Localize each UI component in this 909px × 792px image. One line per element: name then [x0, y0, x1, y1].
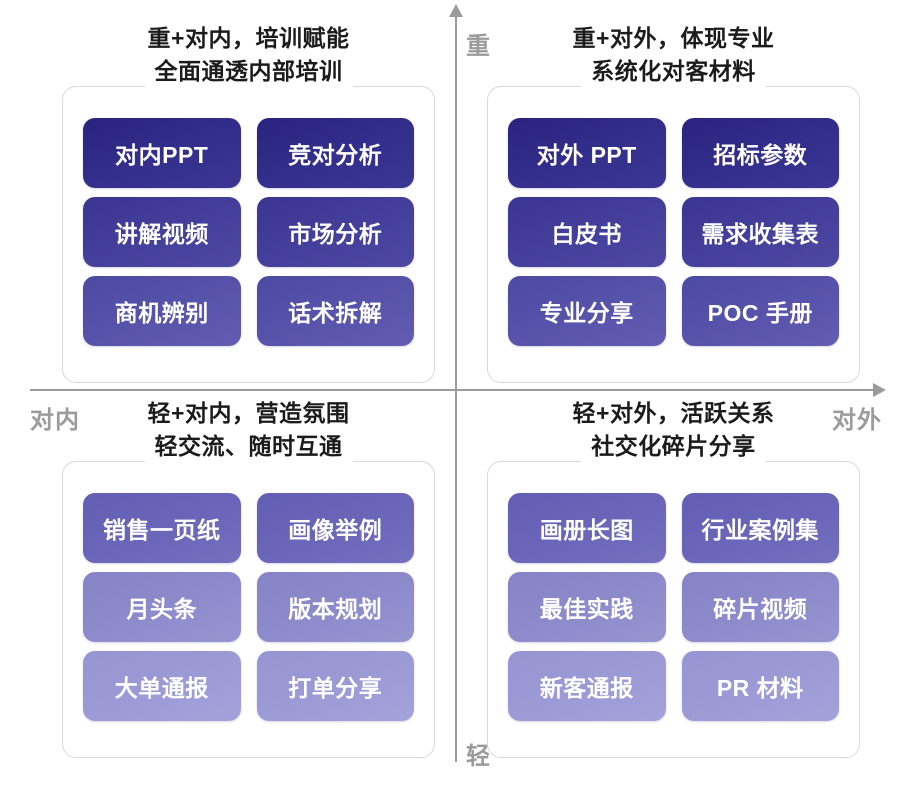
vertical-axis-arrow-icon: [449, 4, 463, 17]
card-item[interactable]: 销售一页纸: [83, 493, 241, 563]
card-item[interactable]: 讲解视频: [83, 197, 241, 267]
card-item[interactable]: 竞对分析: [256, 118, 414, 188]
card-item[interactable]: 画册长图: [508, 493, 666, 563]
quadrant-subtitle: 系统化对客材料: [581, 54, 766, 88]
quadrant-heading: 轻+对内，营造氛围 轻交流、随时互通: [62, 397, 435, 463]
axis-label-external: 对外: [832, 407, 882, 434]
card-item[interactable]: 话术拆解: [256, 276, 414, 346]
card-item[interactable]: 行业案例集: [681, 493, 839, 563]
quadrant-subtitle: 全面通透内部培训: [144, 54, 353, 88]
quadrant-heading: 重+对内，培训赋能 全面通透内部培训: [62, 22, 435, 88]
quadrant-title: 轻+对外，活跃关系: [572, 400, 775, 426]
quadrant-heading: 轻+对外，活跃关系 社交化碎片分享: [487, 397, 860, 463]
axis-label-internal: 对内: [30, 407, 80, 434]
quadrant-light-internal: 轻+对内，营造氛围 轻交流、随时互通 销售一页纸 画像举例 月头条 版本规划 大…: [62, 400, 435, 758]
card-item[interactable]: POC 手册: [681, 276, 839, 346]
card-item[interactable]: 商机辨别: [83, 276, 241, 346]
quadrant-light-external: 轻+对外，活跃关系 社交化碎片分享 画册长图 行业案例集 最佳实践 碎片视频 新…: [487, 400, 860, 758]
quadrant-subtitle: 社交化碎片分享: [581, 429, 766, 463]
card-item[interactable]: 大单通报: [83, 651, 241, 721]
card-item[interactable]: 市场分析: [256, 197, 414, 267]
quadrant-title: 轻+对内，营造氛围: [147, 400, 350, 426]
horizontal-axis-arrow-icon: [873, 383, 886, 397]
quadrant-card-grid: 画册长图 行业案例集 最佳实践 碎片视频 新客通报 PR 材料: [508, 493, 839, 721]
quadrant-heading: 重+对外，体现专业 系统化对客材料: [487, 22, 860, 88]
card-item[interactable]: 画像举例: [256, 493, 414, 563]
quadrant-heavy-internal: 重+对内，培训赋能 全面通透内部培训 对内PPT 竞对分析 讲解视频 市场分析 …: [62, 25, 435, 383]
quadrant-title: 重+对内，培训赋能: [147, 25, 350, 51]
card-item[interactable]: 版本规划: [256, 572, 414, 642]
card-item[interactable]: 打单分享: [256, 651, 414, 721]
quadrant-heavy-external: 重+对外，体现专业 系统化对客材料 对外 PPT 招标参数 白皮书 需求收集表 …: [487, 25, 860, 383]
card-item[interactable]: 对外 PPT: [508, 118, 666, 188]
card-item[interactable]: 对内PPT: [83, 118, 241, 188]
vertical-axis-line: [455, 14, 457, 762]
card-item[interactable]: 专业分享: [508, 276, 666, 346]
quadrant-card-grid: 销售一页纸 画像举例 月头条 版本规划 大单通报 打单分享: [83, 493, 414, 721]
card-item[interactable]: PR 材料: [681, 651, 839, 721]
card-item[interactable]: 需求收集表: [681, 197, 839, 267]
card-item[interactable]: 招标参数: [681, 118, 839, 188]
axis-label-light: 轻: [466, 743, 491, 770]
quadrant-subtitle: 轻交流、随时互通: [144, 429, 353, 463]
card-item[interactable]: 碎片视频: [681, 572, 839, 642]
card-item[interactable]: 白皮书: [508, 197, 666, 267]
card-item[interactable]: 最佳实践: [508, 572, 666, 642]
axis-label-heavy: 重: [466, 33, 491, 60]
horizontal-axis-line: [30, 389, 876, 391]
card-item[interactable]: 月头条: [83, 572, 241, 642]
quadrant-card-grid: 对内PPT 竞对分析 讲解视频 市场分析 商机辨别 话术拆解: [83, 118, 414, 346]
quadrant-title: 重+对外，体现专业: [572, 25, 775, 51]
quadrant-card-grid: 对外 PPT 招标参数 白皮书 需求收集表 专业分享 POC 手册: [508, 118, 839, 346]
card-item[interactable]: 新客通报: [508, 651, 666, 721]
